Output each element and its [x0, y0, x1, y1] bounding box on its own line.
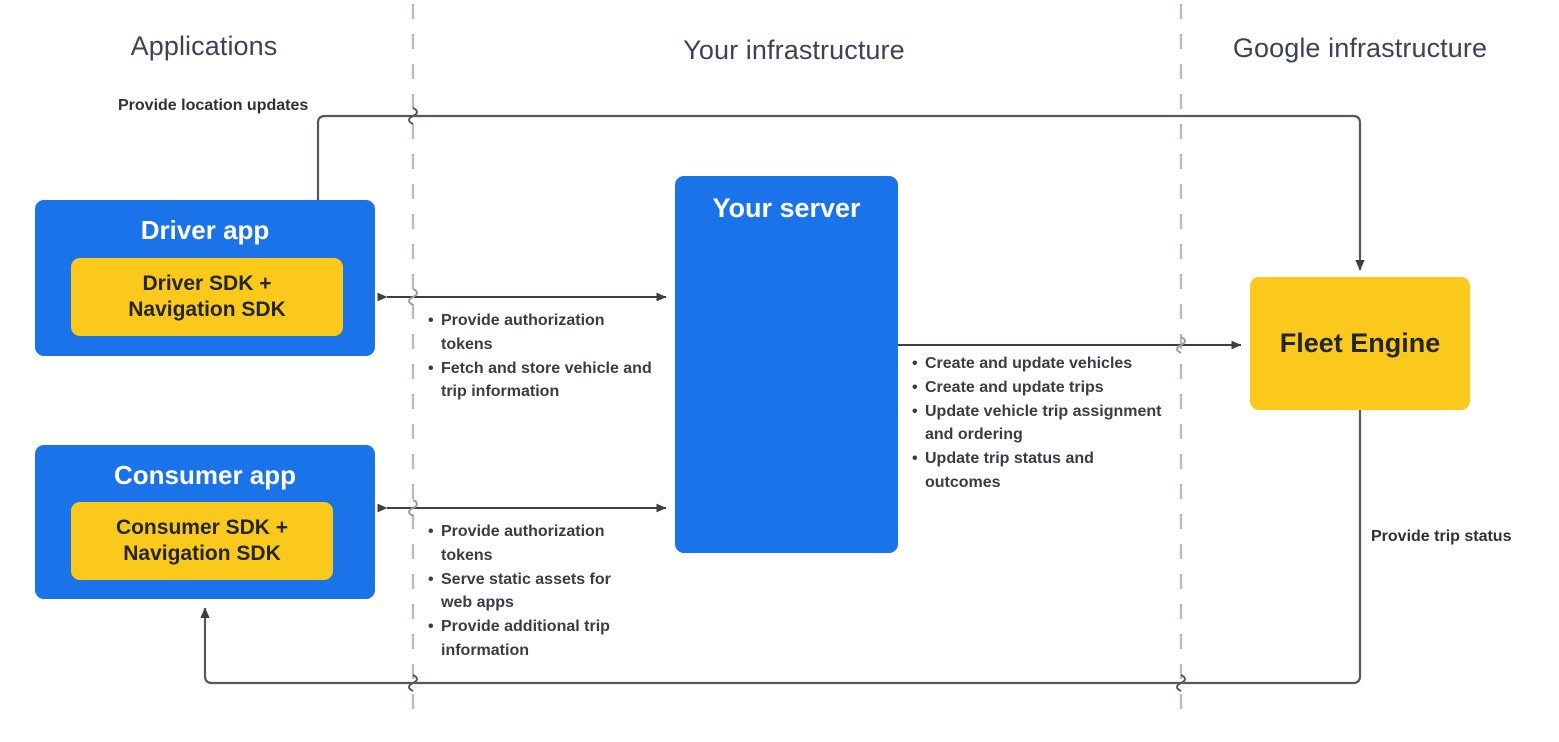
node-driver-sdk[interactable]: Driver SDK + Navigation SDK: [71, 258, 343, 336]
zone-header-your-infrastructure: Your infrastructure: [683, 35, 905, 65]
driver-sdk-line2: Navigation SDK: [128, 298, 286, 321]
your-server-title: Your server: [712, 193, 861, 223]
bullet-item: Serve static assets for web apps: [428, 568, 634, 616]
driver-sdk-line1: Driver SDK +: [142, 271, 272, 295]
bullet-item: Fetch and store vehicle and trip informa…: [428, 357, 660, 405]
fleet-engine-title: Fleet Engine: [1279, 328, 1441, 358]
zone-header-google-infrastructure: Google infrastructure: [1232, 33, 1488, 63]
node-driver-app[interactable]: Driver app Driver SDK + Navigation SDK: [35, 200, 375, 356]
bullets-consumer-to-server: Provide authorization tokens Serve stati…: [428, 520, 634, 663]
edge-label-location-updates: Provide location updates: [118, 97, 309, 114]
consumer-sdk-line2: Navigation SDK: [123, 542, 281, 565]
node-your-server[interactable]: Your server: [675, 176, 898, 553]
consumer-sdk-line1: Consumer SDK +: [115, 515, 289, 539]
bullet-item: Provide authorization tokens: [428, 309, 660, 357]
edge-consumer-server: [377, 499, 667, 517]
bullet-item: Create and update vehicles: [912, 352, 1162, 376]
node-consumer-app[interactable]: Consumer app Consumer SDK + Navigation S…: [35, 445, 375, 599]
bullet-item: Create and update trips: [912, 376, 1162, 400]
edge-server-fleetengine: [898, 336, 1242, 354]
edge-label-trip-status: Provide trip status: [1371, 528, 1512, 545]
bullet-item: Provide authorization tokens: [428, 520, 634, 568]
consumer-app-title: Consumer app: [113, 460, 297, 490]
zone-header-applications: Applications: [130, 31, 278, 61]
bullets-server-to-fleet-engine: Create and update vehicles Create and up…: [912, 352, 1162, 495]
bullet-item: Provide additional trip information: [428, 615, 634, 663]
driver-app-title: Driver app: [140, 215, 270, 245]
bullet-item: Update trip status and outcomes: [912, 447, 1162, 495]
bullets-driver-to-server: Provide authorization tokens Fetch and s…: [428, 309, 660, 404]
node-consumer-sdk[interactable]: Consumer SDK + Navigation SDK: [71, 502, 333, 580]
bullet-item: Update vehicle trip assignment and order…: [912, 400, 1162, 448]
edge-driver-server: [377, 288, 667, 306]
node-fleet-engine[interactable]: Fleet Engine: [1250, 277, 1470, 410]
